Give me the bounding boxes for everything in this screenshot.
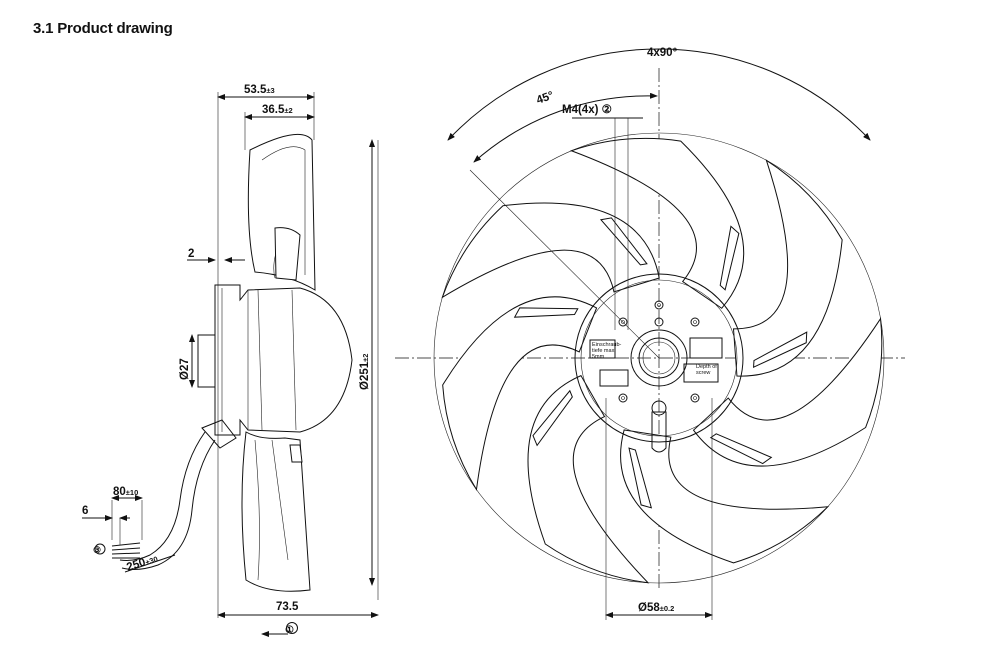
dim-shaft-diameter: Ø27 [179, 358, 191, 380]
dim-wire-end: 6 [82, 505, 88, 517]
blade-rib [532, 389, 573, 447]
dim-total-depth: 73.5 [276, 601, 299, 613]
fan-blade [442, 296, 598, 491]
dim-screw: M4(4x) ② [562, 103, 613, 116]
blade-rib [628, 447, 653, 509]
dim-cable-length: 250+30 [125, 553, 159, 574]
side-view: 53.5±3 36.5±2 2 Ø27 Ø251±2 80±10 6 ③ 250… [82, 84, 379, 637]
front-view: 4x90° 45° M4(4x) ② Einschraub- tiefe max… [395, 47, 905, 620]
dim-overall-depth: 53.5±3 [244, 84, 275, 96]
blade-rib [599, 217, 648, 266]
dim-gap: 2 [188, 248, 194, 260]
fan-blade [692, 317, 883, 467]
dim-cable-strip: 80±10 [113, 486, 138, 498]
callout-airflow: ① [285, 625, 294, 636]
fan-blade [527, 374, 650, 584]
dim-angle-pattern: 4x90° [647, 47, 678, 59]
screw-holes [618, 300, 700, 403]
page-title: 3.1 Product drawing [33, 20, 173, 37]
fan-blades [441, 137, 883, 584]
fan-blade [620, 429, 830, 564]
blade-rib [753, 331, 808, 368]
dim-hub-depth: 36.5±2 [262, 104, 293, 116]
dim-bolt-circle: Ø58±0.2 [638, 602, 674, 614]
fan-blade [732, 159, 843, 377]
dim-angle: 45° [535, 89, 556, 106]
callout-cable: ③ [93, 545, 101, 555]
blade-rib [719, 225, 740, 291]
note-screw-depth-en: Depth of screw [696, 364, 718, 376]
hub-outer [574, 273, 744, 443]
blade-rib [513, 307, 579, 318]
blade-rib [709, 433, 773, 465]
note-screw-depth-de: Einschraub- tiefe max. 5mm [592, 342, 623, 360]
dim-fan-diameter: Ø251±2 [359, 354, 371, 390]
